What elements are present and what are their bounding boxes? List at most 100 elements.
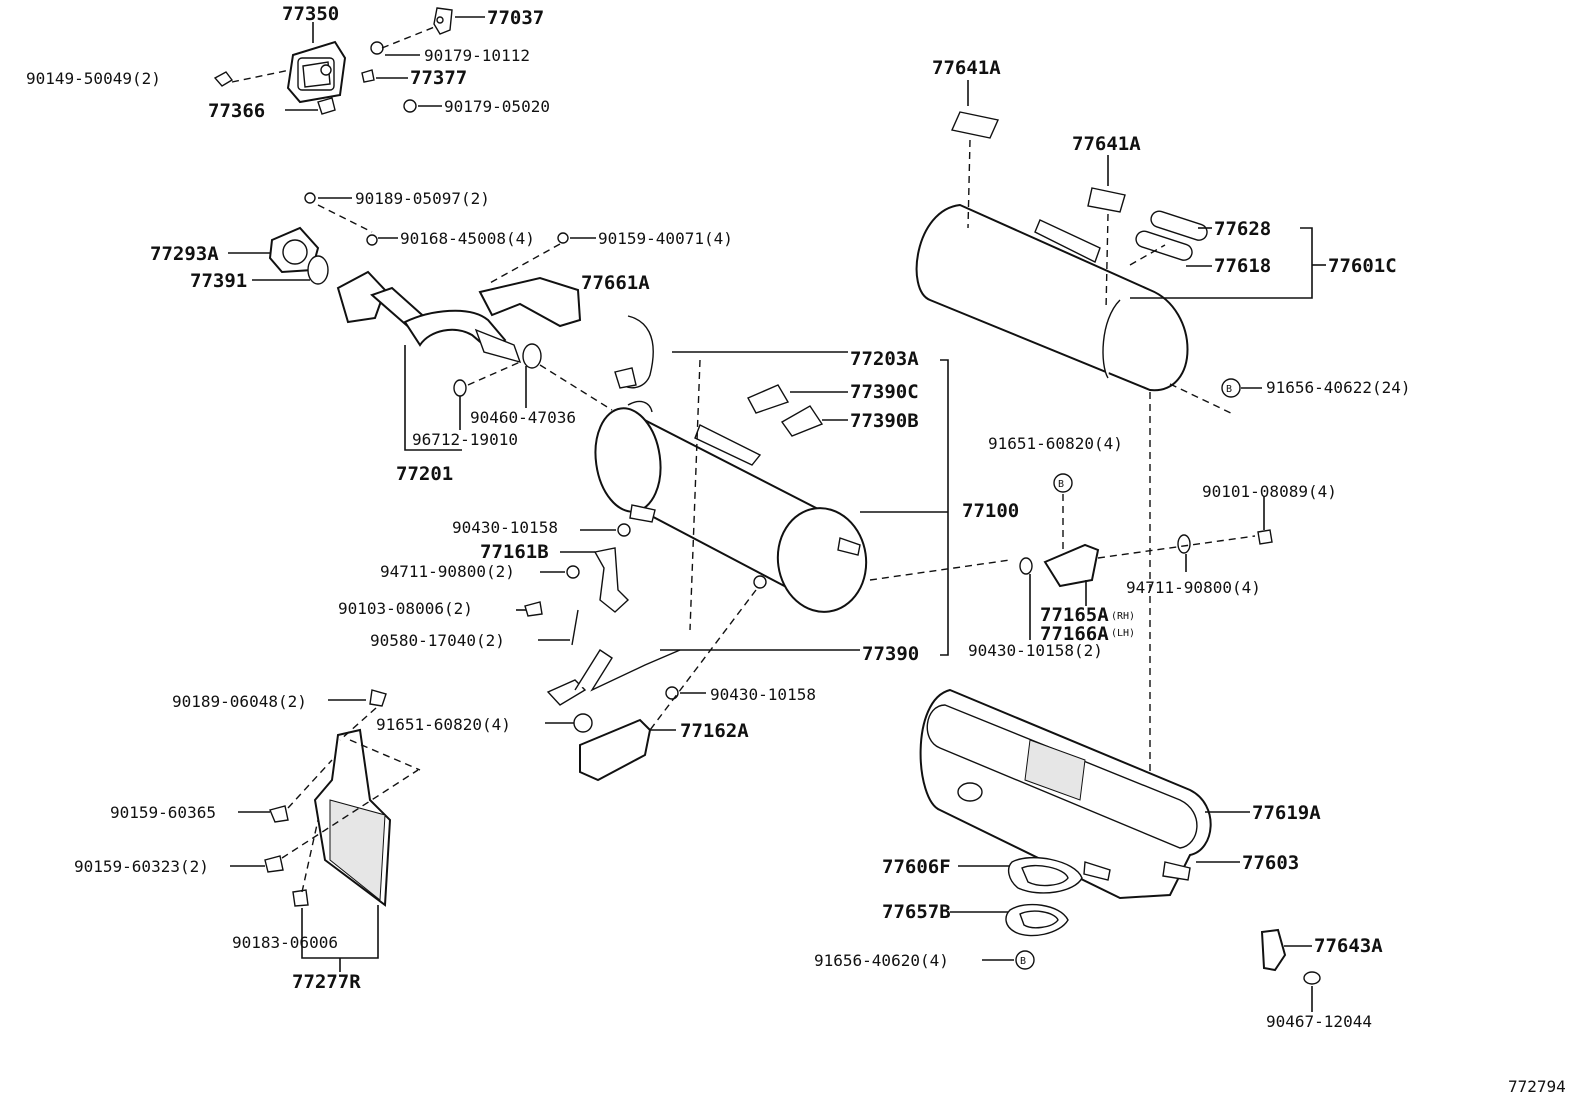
label-77366: 77366 [208, 100, 265, 122]
dash-77162A [649, 589, 757, 731]
gasket-77606F-inner [1021, 864, 1069, 887]
label-77618: 77618 [1214, 255, 1271, 277]
label-91651-60820-a: 91651-60820(4) [376, 715, 511, 734]
label-90189-06048: 90189-06048(2) [172, 692, 307, 711]
hose-77390-end [546, 679, 587, 706]
dash-90101 [1097, 535, 1256, 559]
dash-77618 [1129, 244, 1166, 266]
bolt-90101 [1257, 529, 1273, 545]
label-77628: 77628 [1214, 218, 1271, 240]
label-77643A: 77643A [1314, 935, 1383, 957]
fuel-lid-assembly [213, 7, 453, 115]
label-90460-47036: 90460-47036 [470, 408, 576, 427]
lower-case-77603 [919, 688, 1212, 900]
label-91656-40620: 91656-40620(4) [814, 951, 949, 970]
label-90467-12044: 90467-12044 [1266, 1012, 1372, 1031]
label-90430-10158-c: 90430-10158(2) [968, 641, 1103, 660]
pin-90580 [571, 609, 579, 646]
label-90430-10158-a: 90430-10158 [452, 518, 558, 537]
label-77601C: 77601C [1328, 255, 1397, 277]
protector-77277R [264, 689, 392, 907]
washer-94711-a [566, 565, 580, 579]
label-90159-40071: 90159-40071(4) [598, 229, 733, 248]
bracket-77100-group [940, 359, 949, 656]
dash-protector-2 [287, 759, 333, 809]
label-77293A: 77293A [150, 243, 219, 265]
label-77166A: 77166A [1040, 623, 1109, 645]
label-91651-60820-b: 91651-60820(4) [988, 434, 1123, 453]
bolt-symbol-2: B [1058, 479, 1064, 490]
bolt-91651-a [573, 713, 593, 733]
label-77277R: 77277R [292, 971, 361, 993]
dash-91656-40622 [1169, 383, 1236, 416]
washer-90430-b [665, 686, 679, 700]
dash-77641A-a [967, 139, 971, 229]
upper-case-77601C [915, 111, 1208, 392]
label-90179-05020: 90179-05020 [444, 97, 550, 116]
label-90168-45008: 90168-45008(4) [400, 229, 535, 248]
bolt-symbol-3: B [1020, 956, 1026, 967]
label-90149-50049: 90149-50049(2) [26, 69, 161, 88]
valve-77390B [780, 405, 824, 437]
label-90179-10112: 90179-10112 [424, 46, 530, 65]
label-96712-19010: 96712-19010 [412, 430, 518, 449]
dash-77641A-b [1105, 213, 1109, 311]
label-77390: 77390 [862, 643, 919, 665]
bolt-91651-b [1053, 473, 1073, 493]
bolt-91656-40620 [1015, 950, 1035, 970]
label-77657B: 77657B [882, 901, 951, 923]
washer-90430-c [1019, 557, 1033, 575]
label-90580-17040: 90580-17040(2) [370, 631, 505, 650]
hose-77390 [574, 649, 681, 692]
plate-77657B-inner [1019, 910, 1059, 929]
label-90430-10158-b: 90430-10158 [710, 685, 816, 704]
label-77390C: 77390C [850, 381, 919, 403]
label-77350: 77350 [282, 3, 339, 25]
dash-protector-1 [349, 739, 421, 771]
label-90183-06006: 90183-06006 [232, 933, 338, 952]
label-90189-05097: 90189-05097(2) [355, 189, 490, 208]
label-90101-08089: 90101-08089(4) [1202, 482, 1337, 501]
label-90159-60365: 90159-60365 [110, 803, 216, 822]
dash-90189-06048 [339, 707, 377, 741]
label-77165A: 77165A [1040, 604, 1109, 626]
label-91656-40622: 91656-40622(24) [1266, 378, 1411, 397]
label-77165A-side: (RH) [1111, 611, 1135, 622]
label-90103-08006: 90103-08006(2) [338, 599, 473, 618]
label-77390B: 77390B [850, 410, 919, 432]
grommet-90467 [1303, 971, 1321, 985]
label-77391: 77391 [190, 270, 247, 292]
bracket-77161B [593, 547, 630, 613]
valve-77390C [747, 384, 790, 414]
clip-77643A [1260, 928, 1287, 972]
fuel-tank-77100 [594, 400, 868, 613]
dash-90159-40071 [487, 243, 561, 285]
dash-protector-4 [301, 819, 319, 893]
label-90159-60323: 90159-60323(2) [74, 857, 209, 876]
label-94711-90800-b: 94711-90800(4) [1126, 578, 1261, 597]
label-77201: 77201 [396, 463, 453, 485]
label-77603: 77603 [1242, 852, 1299, 874]
bracket-77601C [1130, 227, 1313, 299]
label-77100: 77100 [962, 500, 1019, 522]
dash-tank-to-strap [869, 559, 1011, 581]
label-77619A: 77619A [1252, 802, 1321, 824]
bolt-90103 [524, 601, 543, 617]
label-77377: 77377 [410, 67, 467, 89]
label-77203A: 77203A [850, 348, 919, 370]
strap-77165A [1043, 543, 1100, 588]
inlet-pipe-assembly [268, 192, 582, 397]
dash-protector-3 [281, 769, 419, 859]
washer-90430-a [617, 523, 631, 537]
bracket-77162A [579, 718, 652, 782]
dash-90189 [317, 204, 373, 233]
bolt-symbol-1: B [1226, 384, 1232, 395]
diagram-id: 772794 [1508, 1077, 1566, 1096]
label-77037: 77037 [487, 7, 544, 29]
label-77161B: 77161B [480, 541, 549, 563]
vent-hose-end [614, 367, 637, 389]
label-94711-90800-a: 94711-90800(2) [380, 562, 515, 581]
label-77661A: 77661A [581, 272, 650, 294]
label-77166A-side: (LH) [1111, 628, 1135, 639]
